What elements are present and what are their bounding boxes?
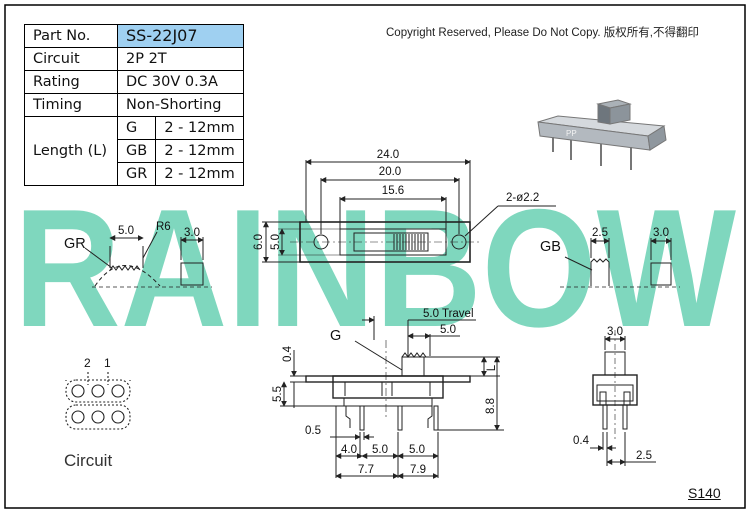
gr-width: 5.0 xyxy=(118,225,134,237)
travel-label: 5.0 Travel xyxy=(423,308,474,320)
end-view xyxy=(590,330,656,466)
spec-row-length-g: Length (L) G 2 - 12mm xyxy=(24,116,244,186)
circuit-value: 2P 2T xyxy=(117,47,244,71)
spec-row-length-gb: GB 2 - 12mm xyxy=(25,139,244,163)
length-code-gr: GR xyxy=(116,162,157,186)
length-label: Length (L) xyxy=(24,116,118,186)
timing-value: Non-Shorting xyxy=(117,93,244,117)
dim-height-inner: 5.0 xyxy=(270,234,282,250)
circuit-pin-2: 2 xyxy=(84,356,91,370)
mount-leg-right xyxy=(427,406,433,428)
length-code-gb: GB xyxy=(116,139,157,163)
copyright-notice: Copyright Reserved, Please Do Not Copy. … xyxy=(386,27,699,39)
pin-4-0: 4.0 xyxy=(341,444,357,456)
end-dim-3-0: 3.0 xyxy=(607,326,623,338)
part-no-label: Part No. xyxy=(24,24,118,48)
hole-note: 2-ø2.2 xyxy=(506,192,539,204)
rating-label: Rating xyxy=(24,70,118,94)
spec-row-length-gr: GR 2 - 12mm xyxy=(25,162,244,186)
dimension-labels: 24.0 20.0 15.6 6.0 5.0 2-ø2.2 GR 5.0 R6 … xyxy=(64,129,669,476)
dim-height-outer: 6.0 xyxy=(253,234,265,250)
side-actuator xyxy=(401,356,425,377)
end-contact-right xyxy=(623,391,631,405)
gr-actuator-detail xyxy=(84,231,212,288)
spec-row-rating: Rating DC 30V 0.3A xyxy=(24,70,244,94)
pin-5-0a: 5.0 xyxy=(372,444,388,456)
gb-label: GB xyxy=(540,239,561,255)
side-actuator-serration xyxy=(401,352,427,358)
watermark-text: RAINBOW xyxy=(14,174,736,362)
end-dim-0-4: 0.4 xyxy=(573,435,590,447)
top-view xyxy=(262,159,556,263)
dim-holes: 20.0 xyxy=(379,166,401,178)
product-photo xyxy=(537,99,667,170)
gr-label: GR xyxy=(64,236,86,252)
length-range-gb: 2 - 12mm xyxy=(155,139,244,163)
gr-radius: R6 xyxy=(156,221,171,233)
length-code-g: G xyxy=(116,116,157,140)
gr-square: 3.0 xyxy=(184,227,200,239)
dim-8-8: 8.8 xyxy=(485,398,497,414)
pin-3 xyxy=(433,405,439,431)
gb-square-top xyxy=(650,262,672,286)
dim-7-7: 7.7 xyxy=(358,464,374,476)
rating-value: DC 30V 0.3A xyxy=(117,70,244,94)
end-dim-2-5: 2.5 xyxy=(636,450,652,462)
mount-leg-left xyxy=(345,406,351,428)
pin-1 xyxy=(359,405,365,431)
gb-width: 2.5 xyxy=(592,227,608,239)
pin-2 xyxy=(397,405,403,431)
side-housing xyxy=(332,375,444,399)
dim-l: L xyxy=(486,364,498,371)
g-label: G xyxy=(330,328,341,344)
circuit-pin-1: 1 xyxy=(104,356,111,370)
gb-actuator-detail xyxy=(560,238,680,288)
length-range-gr: 2 - 12mm xyxy=(155,162,244,186)
sheet-border xyxy=(4,4,746,509)
dim-0-4: 0.4 xyxy=(282,345,294,362)
side-view xyxy=(280,316,504,479)
dim-5-5: 5.5 xyxy=(272,386,284,402)
pin-5-0b: 5.0 xyxy=(409,444,425,456)
gb-square: 3.0 xyxy=(653,227,669,239)
circuit-diagram xyxy=(65,372,131,430)
length-range-g: 2 - 12mm xyxy=(155,116,244,140)
spec-table: Part No. SS-22J07 Circuit 2P 2T Rating D… xyxy=(24,24,244,186)
dim-overall: 24.0 xyxy=(377,149,399,161)
spec-row-part-no: Part No. SS-22J07 xyxy=(24,24,244,48)
photo-marking: PP xyxy=(566,129,577,138)
end-pin-left xyxy=(602,404,608,430)
dim-0-5: 0.5 xyxy=(305,425,321,437)
circuit-label: Circuit xyxy=(24,47,118,71)
circuit-caption: Circuit xyxy=(64,451,113,470)
gr-serration xyxy=(109,265,141,271)
timing-label: Timing xyxy=(24,93,118,117)
side-base xyxy=(343,397,433,407)
end-contact-left xyxy=(599,391,607,405)
part-no-value: SS-22J07 xyxy=(117,24,244,48)
dim-7-9: 7.9 xyxy=(410,464,426,476)
spec-row-circuit: Circuit 2P 2T xyxy=(24,47,244,71)
gb-serrated-knob xyxy=(590,258,610,286)
dim-slot: 15.6 xyxy=(382,185,404,197)
spec-row-timing: Timing Non-Shorting xyxy=(24,93,244,117)
end-pin-right xyxy=(622,404,628,430)
side-flange xyxy=(305,375,471,383)
travel-width: 5.0 xyxy=(440,324,456,336)
drawing-code: S140 xyxy=(688,485,721,501)
gr-square-top xyxy=(180,262,204,286)
